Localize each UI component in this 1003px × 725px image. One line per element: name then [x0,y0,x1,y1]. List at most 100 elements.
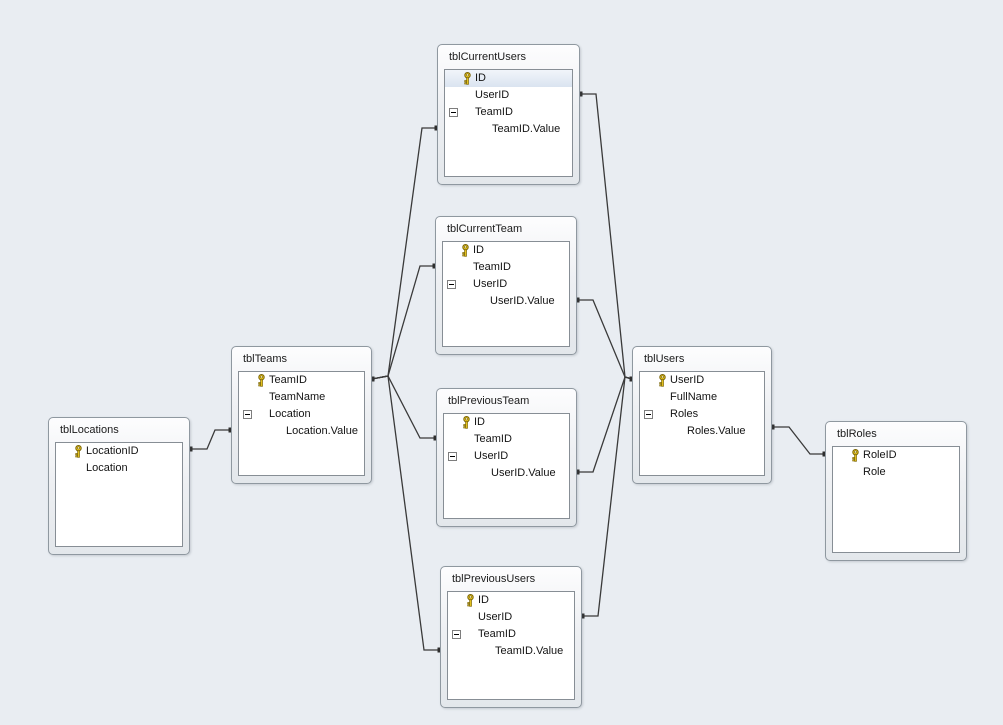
table-title-tblUsers: tblUsers [644,353,685,365]
field-row-tblPreviousTeam-UserID.Value[interactable]: UserID.Value [444,465,569,482]
relationship-line-tblTeams-tblPreviousUsers[interactable] [371,375,440,651]
field-list-tblPreviousUsers: ID UserID TeamID TeamID.Value [447,591,575,700]
field-list-tblRoles: RoleID Role [832,446,960,553]
relationship-line-tblCurrentUsers-tblUsers[interactable] [580,93,633,380]
table-title-tblLocations: tblLocations [60,424,119,436]
connector-endpoint [574,469,580,475]
connector-endpoint [579,613,585,619]
field-row-tblRoles-RoleID[interactable]: RoleID [833,447,959,464]
relationship-line-tblLocations-tblTeams[interactable] [190,429,231,450]
field-row-tblPreviousUsers-TeamID.Value[interactable]: TeamID.Value [448,643,574,660]
field-name: TeamID [475,106,513,118]
field-name: ID [473,244,484,256]
field-row-tblCurrentTeam-ID[interactable]: ID [443,242,569,259]
table-title-tblTeams: tblTeams [243,353,288,365]
connector-endpoint [187,446,193,452]
connector-endpoint [769,424,775,430]
field-row-tblTeams-TeamName[interactable]: TeamName [239,389,364,406]
table-title-tblRoles: tblRoles [837,428,877,440]
connector-endpoint [577,91,583,97]
field-name: UserID [478,611,513,623]
field-row-tblCurrentUsers-UserID[interactable]: UserID [445,87,572,104]
relationship-line-tblTeams-tblPreviousTeam[interactable] [371,375,436,439]
field-row-tblUsers-Roles.Value[interactable]: Roles.Value [640,423,764,440]
field-name: TeamID [478,628,516,640]
field-name: Location [86,462,128,474]
field-row-tblLocations-LocationID[interactable]: LocationID [56,443,182,460]
field-row-tblUsers-Roles[interactable]: Roles [640,406,764,423]
field-row-tblCurrentUsers-TeamID.Value[interactable]: TeamID.Value [445,121,572,138]
field-list-tblCurrentUsers: ID UserID TeamID TeamID.Value [444,69,573,177]
field-name: ID [474,416,485,428]
field-row-tblUsers-FullName[interactable]: FullName [640,389,764,406]
field-row-tblTeams-Location.Value[interactable]: Location.Value [239,423,364,440]
connector-endpoint [369,376,375,382]
primary-key-icon [465,594,476,607]
field-name: Roles [670,408,699,420]
field-list-tblLocations: LocationID Location [55,442,183,547]
relationship-line-tblPreviousUsers-tblUsers[interactable] [582,376,633,617]
primary-key-icon [461,416,472,429]
expand-minus-icon[interactable] [449,108,458,117]
expand-minus-icon[interactable] [644,410,653,419]
field-row-tblPreviousUsers-TeamID[interactable]: TeamID [448,626,574,643]
field-row-tblCurrentTeam-UserID[interactable]: UserID [443,276,569,293]
minus-glyph [449,284,454,285]
expand-minus-icon[interactable] [452,630,461,639]
field-name: UserID [474,450,509,462]
field-list-tblCurrentTeam: ID TeamID UserID UserID.Value [442,241,570,347]
field-row-tblPreviousTeam-TeamID[interactable]: TeamID [444,431,569,448]
field-row-tblPreviousUsers-UserID[interactable]: UserID [448,609,574,626]
field-row-tblPreviousTeam-UserID[interactable]: UserID [444,448,569,465]
field-name: LocationID [86,445,139,457]
field-name: TeamID [474,433,512,445]
field-name: TeamID.Value [492,123,561,135]
field-row-tblRoles-Role[interactable]: Role [833,464,959,481]
primary-key-icon [256,374,267,387]
field-name: UserID.Value [490,295,555,307]
field-row-tblCurrentTeam-TeamID[interactable]: TeamID [443,259,569,276]
field-row-tblTeams-Location[interactable]: Location [239,406,364,423]
field-name: Roles.Value [687,425,746,437]
field-row-tblTeams-TeamID[interactable]: TeamID [239,372,364,389]
field-row-tblLocations-Location[interactable]: Location [56,460,182,477]
field-row-tblPreviousTeam-ID[interactable]: ID [444,414,569,431]
minus-glyph [451,112,456,113]
field-row-tblCurrentUsers-ID[interactable]: ID [445,70,572,87]
field-name: Location [269,408,311,420]
minus-glyph [646,414,651,415]
field-row-tblPreviousUsers-ID[interactable]: ID [448,592,574,609]
primary-key-icon [850,449,861,462]
field-row-tblCurrentUsers-TeamID[interactable]: TeamID [445,104,572,121]
field-row-tblUsers-UserID[interactable]: UserID [640,372,764,389]
expand-minus-icon[interactable] [243,410,252,419]
relationship-line-tblUsers-tblRoles[interactable] [772,426,825,455]
field-name: UserID.Value [491,467,556,479]
table-title-tblCurrentUsers: tblCurrentUsers [449,51,527,63]
relationship-line-tblTeams-tblCurrentUsers[interactable] [371,127,437,380]
table-title-tblPreviousTeam: tblPreviousTeam [448,395,530,407]
field-name: TeamID [473,261,511,273]
expand-minus-icon[interactable] [448,452,457,461]
relationship-line-tblTeams-tblCurrentTeam[interactable] [371,265,435,380]
table-title-tblCurrentTeam: tblCurrentTeam [447,223,523,235]
primary-key-icon [657,374,668,387]
field-name: ID [475,72,486,84]
field-name: UserID [475,89,510,101]
field-name: TeamID.Value [495,645,564,657]
field-row-tblCurrentTeam-UserID.Value[interactable]: UserID.Value [443,293,569,310]
expand-minus-icon[interactable] [447,280,456,289]
field-name: RoleID [863,449,897,461]
